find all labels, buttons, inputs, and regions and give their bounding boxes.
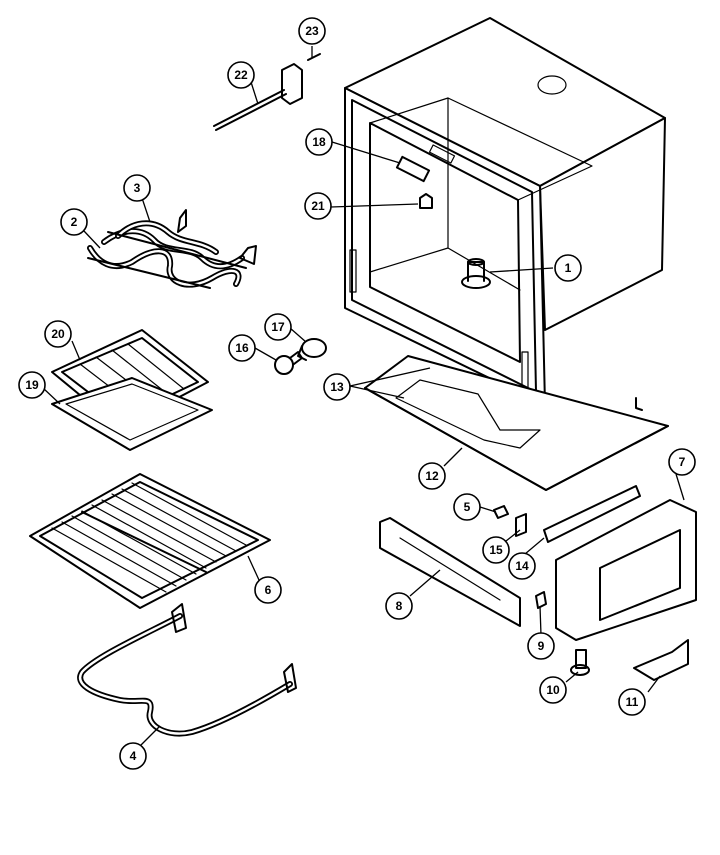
light-housing: [395, 155, 431, 183]
svg-text:2: 2: [71, 215, 78, 229]
anti-tip-bracket: [633, 639, 689, 681]
callout-6: 6: [254, 576, 282, 604]
svg-text:4: 4: [130, 749, 137, 763]
svg-text:10: 10: [546, 683, 560, 697]
svg-text:13: 13: [330, 380, 344, 394]
callout-11: 11: [618, 688, 646, 716]
side-panel: [555, 499, 697, 641]
callout-19: 19: [18, 371, 46, 399]
rail: [543, 485, 641, 543]
callout-20: 20: [44, 320, 72, 348]
callout-14: 14: [508, 552, 536, 580]
svg-text:15: 15: [489, 543, 503, 557]
oven-cavity: [344, 17, 666, 406]
callout-4: 4: [119, 742, 147, 770]
callout-5: 5: [453, 493, 481, 521]
screw: [493, 505, 509, 519]
igniter-rod: [213, 89, 287, 131]
leveling-leg: [570, 649, 590, 676]
broil-pan: [51, 377, 213, 451]
oven-bottom-panel: [364, 355, 669, 491]
oven-rack: [29, 473, 271, 609]
callout-7: 7: [668, 448, 696, 476]
lamp-socket: [297, 338, 327, 361]
callout-21: 21: [304, 192, 332, 220]
callout-13: 13: [323, 373, 351, 401]
rack-support-bracket: [419, 193, 433, 209]
callout-9: 9: [527, 632, 555, 660]
svg-text:22: 22: [234, 68, 248, 82]
svg-text:16: 16: [235, 341, 249, 355]
svg-text:23: 23: [305, 24, 319, 38]
oven-sensor: [461, 258, 491, 289]
callout-15: 15: [482, 536, 510, 564]
svg-text:1: 1: [565, 261, 572, 275]
callout-12: 12: [418, 462, 446, 490]
svg-text:21: 21: [311, 199, 325, 213]
svg-text:6: 6: [265, 583, 272, 597]
clip: [515, 513, 527, 537]
callout-18: 18: [305, 128, 333, 156]
small-screw: [535, 591, 547, 609]
svg-text:8: 8: [396, 599, 403, 613]
svg-text:20: 20: [51, 327, 65, 341]
broil-element: [87, 209, 257, 289]
callout-23: 23: [298, 17, 326, 45]
callout-2: 2: [60, 208, 88, 236]
svg-text:12: 12: [425, 469, 439, 483]
oven-lamp: [274, 351, 303, 375]
callout-22: 22: [227, 61, 255, 89]
svg-text:5: 5: [464, 500, 471, 514]
svg-text:18: 18: [312, 135, 326, 149]
svg-text:9: 9: [538, 639, 545, 653]
callout-1: 1: [554, 254, 582, 282]
callout-16: 16: [228, 334, 256, 362]
svg-text:7: 7: [679, 455, 686, 469]
svg-text:3: 3: [134, 181, 141, 195]
callout-3: 3: [123, 174, 151, 202]
bake-element: [77, 603, 297, 737]
svg-text:14: 14: [515, 559, 529, 573]
svg-text:17: 17: [271, 320, 285, 334]
svg-text:11: 11: [626, 695, 639, 709]
leader-lines: [42, 46, 685, 747]
igniter-bracket: [281, 53, 321, 105]
callout-8: 8: [385, 592, 413, 620]
callout-10: 10: [539, 676, 567, 704]
svg-text:19: 19: [25, 378, 39, 392]
bottom-front-rail: [379, 517, 521, 627]
callout-17: 17: [264, 313, 292, 341]
